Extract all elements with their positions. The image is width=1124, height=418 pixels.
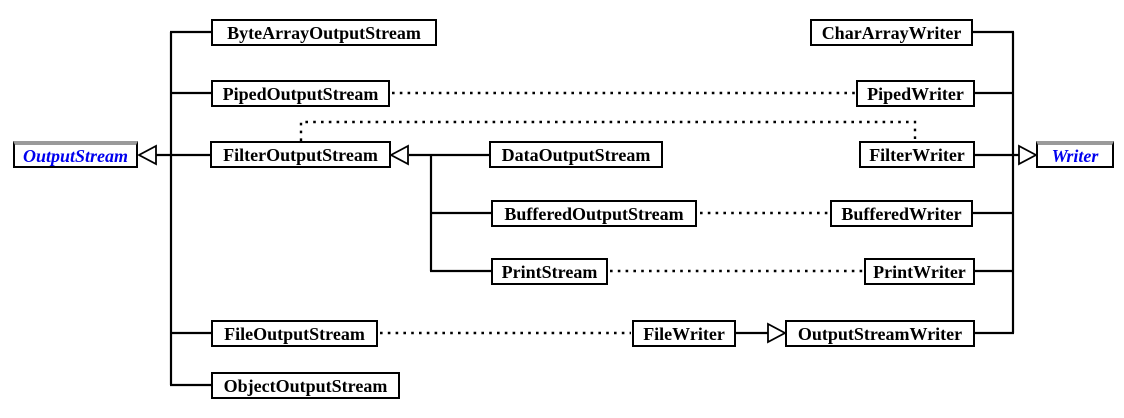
class-box-pipedwriter: PipedWriter: [856, 80, 975, 107]
class-box-bufferedwriter: BufferedWriter: [830, 200, 973, 227]
class-box-bytearrayoutputstream: ByteArrayOutputStream: [211, 19, 437, 46]
inheritance-arrow-outputstreamwriter: [767, 322, 787, 344]
class-box-filewriter: FileWriter: [632, 320, 736, 347]
class-box-outputstream: OutputStream: [13, 141, 138, 168]
inheritance-arrow-writer: [1018, 144, 1038, 166]
class-box-dataoutputstream: DataOutputStream: [489, 141, 663, 168]
dotted-link-filter: [299, 120, 917, 141]
class-box-objectoutputstream: ObjectOutputStream: [211, 372, 400, 399]
class-box-fileoutputstream: FileOutputStream: [211, 320, 378, 347]
class-box-writer: Writer: [1036, 141, 1114, 168]
class-box-chararraywriter: CharArrayWriter: [810, 19, 973, 46]
class-box-bufferedoutputstream: BufferedOutputStream: [491, 200, 697, 227]
class-box-pipedoutputstream: PipedOutputStream: [211, 80, 390, 107]
class-box-printwriter: PrintWriter: [864, 258, 975, 285]
class-box-outputstreamwriter: OutputStreamWriter: [785, 320, 975, 347]
class-box-filterwriter: FilterWriter: [859, 141, 975, 168]
class-box-filteroutputstream: FilterOutputStream: [210, 141, 391, 168]
class-box-printstream: PrintStream: [491, 258, 608, 285]
inheritance-arrow-filteroutputstream: [389, 144, 409, 166]
inheritance-arrow-outputstream: [137, 144, 157, 166]
